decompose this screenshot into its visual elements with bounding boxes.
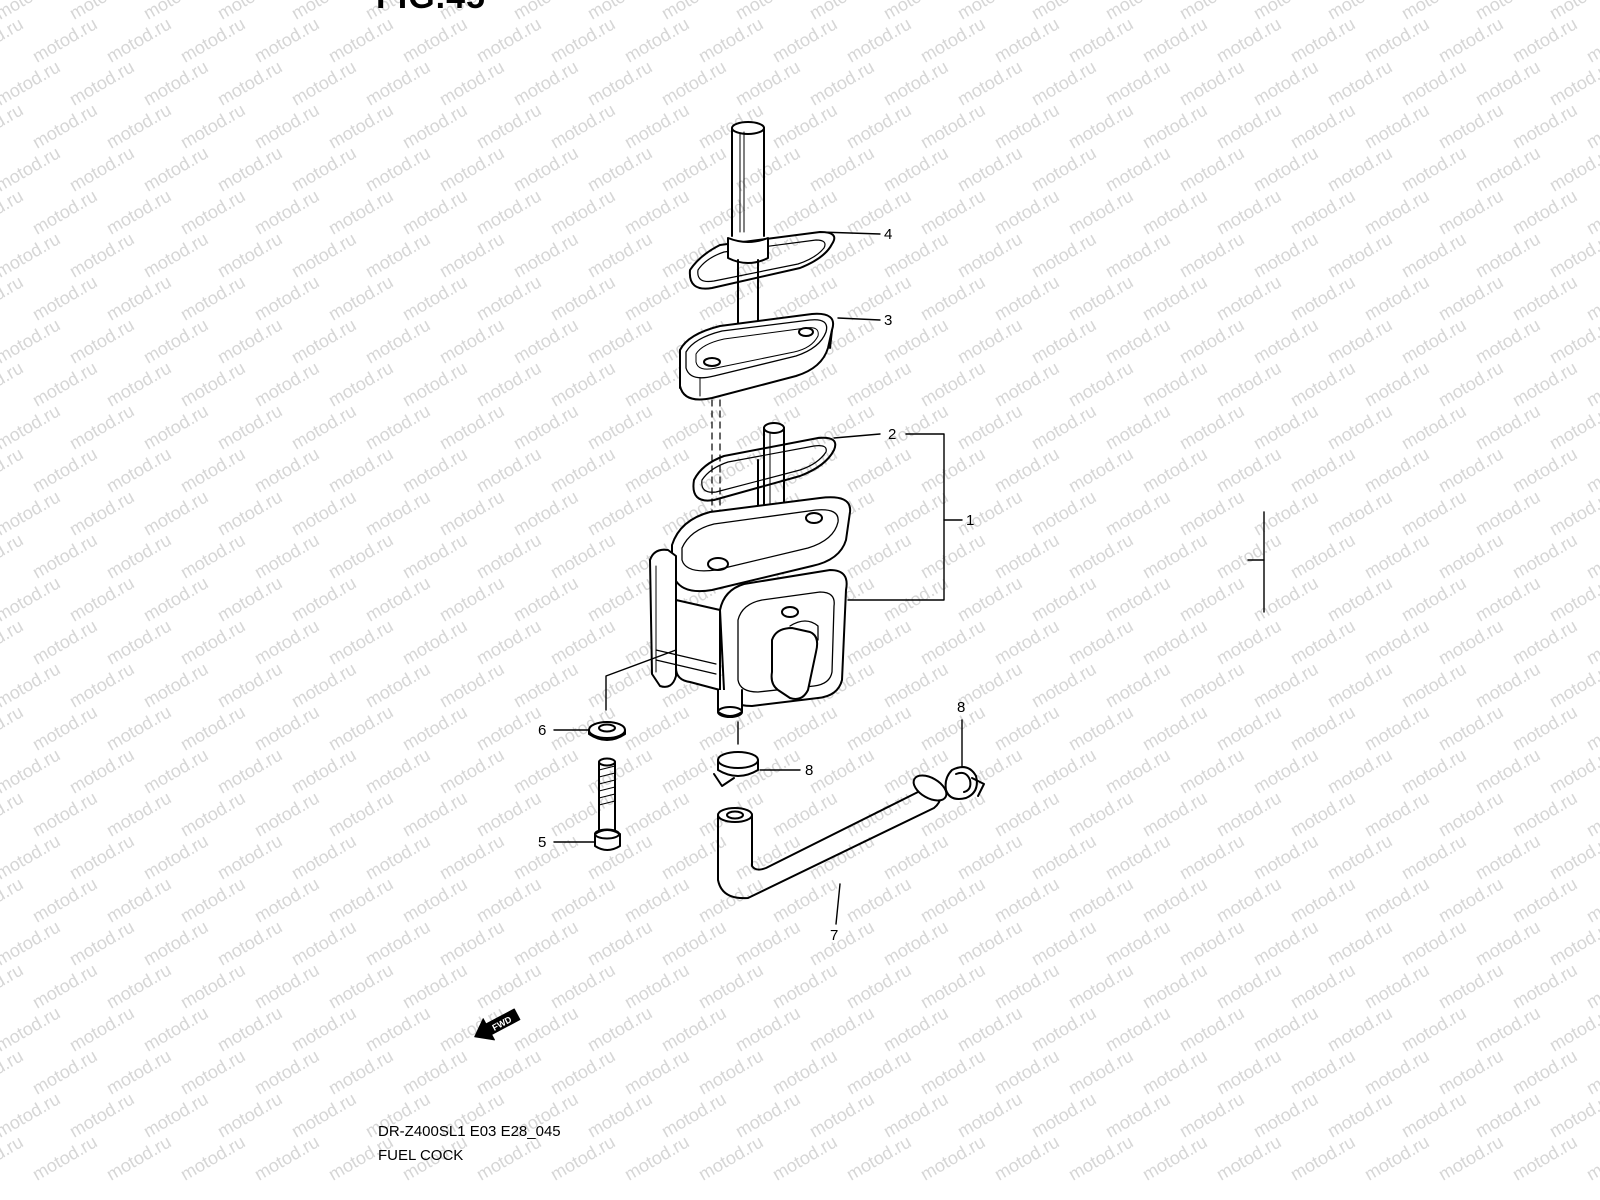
figure-name: FUEL COCK: [378, 1147, 464, 1164]
callout-3: 3: [884, 312, 892, 329]
callout-4: 4: [884, 226, 892, 243]
o-ring-lower: [692, 436, 837, 502]
assembly-guide-lines: [711, 399, 721, 556]
leader-lines: [553, 231, 1265, 925]
fuel-stem-upper: [727, 121, 769, 346]
forward-arrow-icon: FWD: [474, 1008, 521, 1041]
callout-labels: 4 3 2 1 6 5 8 8 7: [538, 226, 974, 944]
callout-8a: 8: [805, 762, 813, 779]
washer: [588, 721, 626, 741]
o-ring-top: [688, 231, 836, 290]
callout-8b: 8: [957, 699, 965, 716]
clamp-upper: [713, 751, 759, 787]
fuel-cock-body: [649, 496, 852, 718]
filter: [679, 312, 834, 401]
bolt: [594, 757, 621, 851]
callout-7: 7: [830, 927, 838, 944]
model-code: DR-Z400SL1 E03 E28_045: [378, 1123, 561, 1140]
clamp-right: [944, 766, 985, 800]
callout-6: 6: [538, 722, 546, 739]
callout-1: 1: [966, 512, 974, 529]
callout-2: 2: [888, 426, 896, 443]
fuel-hose: [717, 774, 948, 900]
callout-5: 5: [538, 834, 546, 851]
figure-title: FIG.45: [376, 0, 486, 17]
